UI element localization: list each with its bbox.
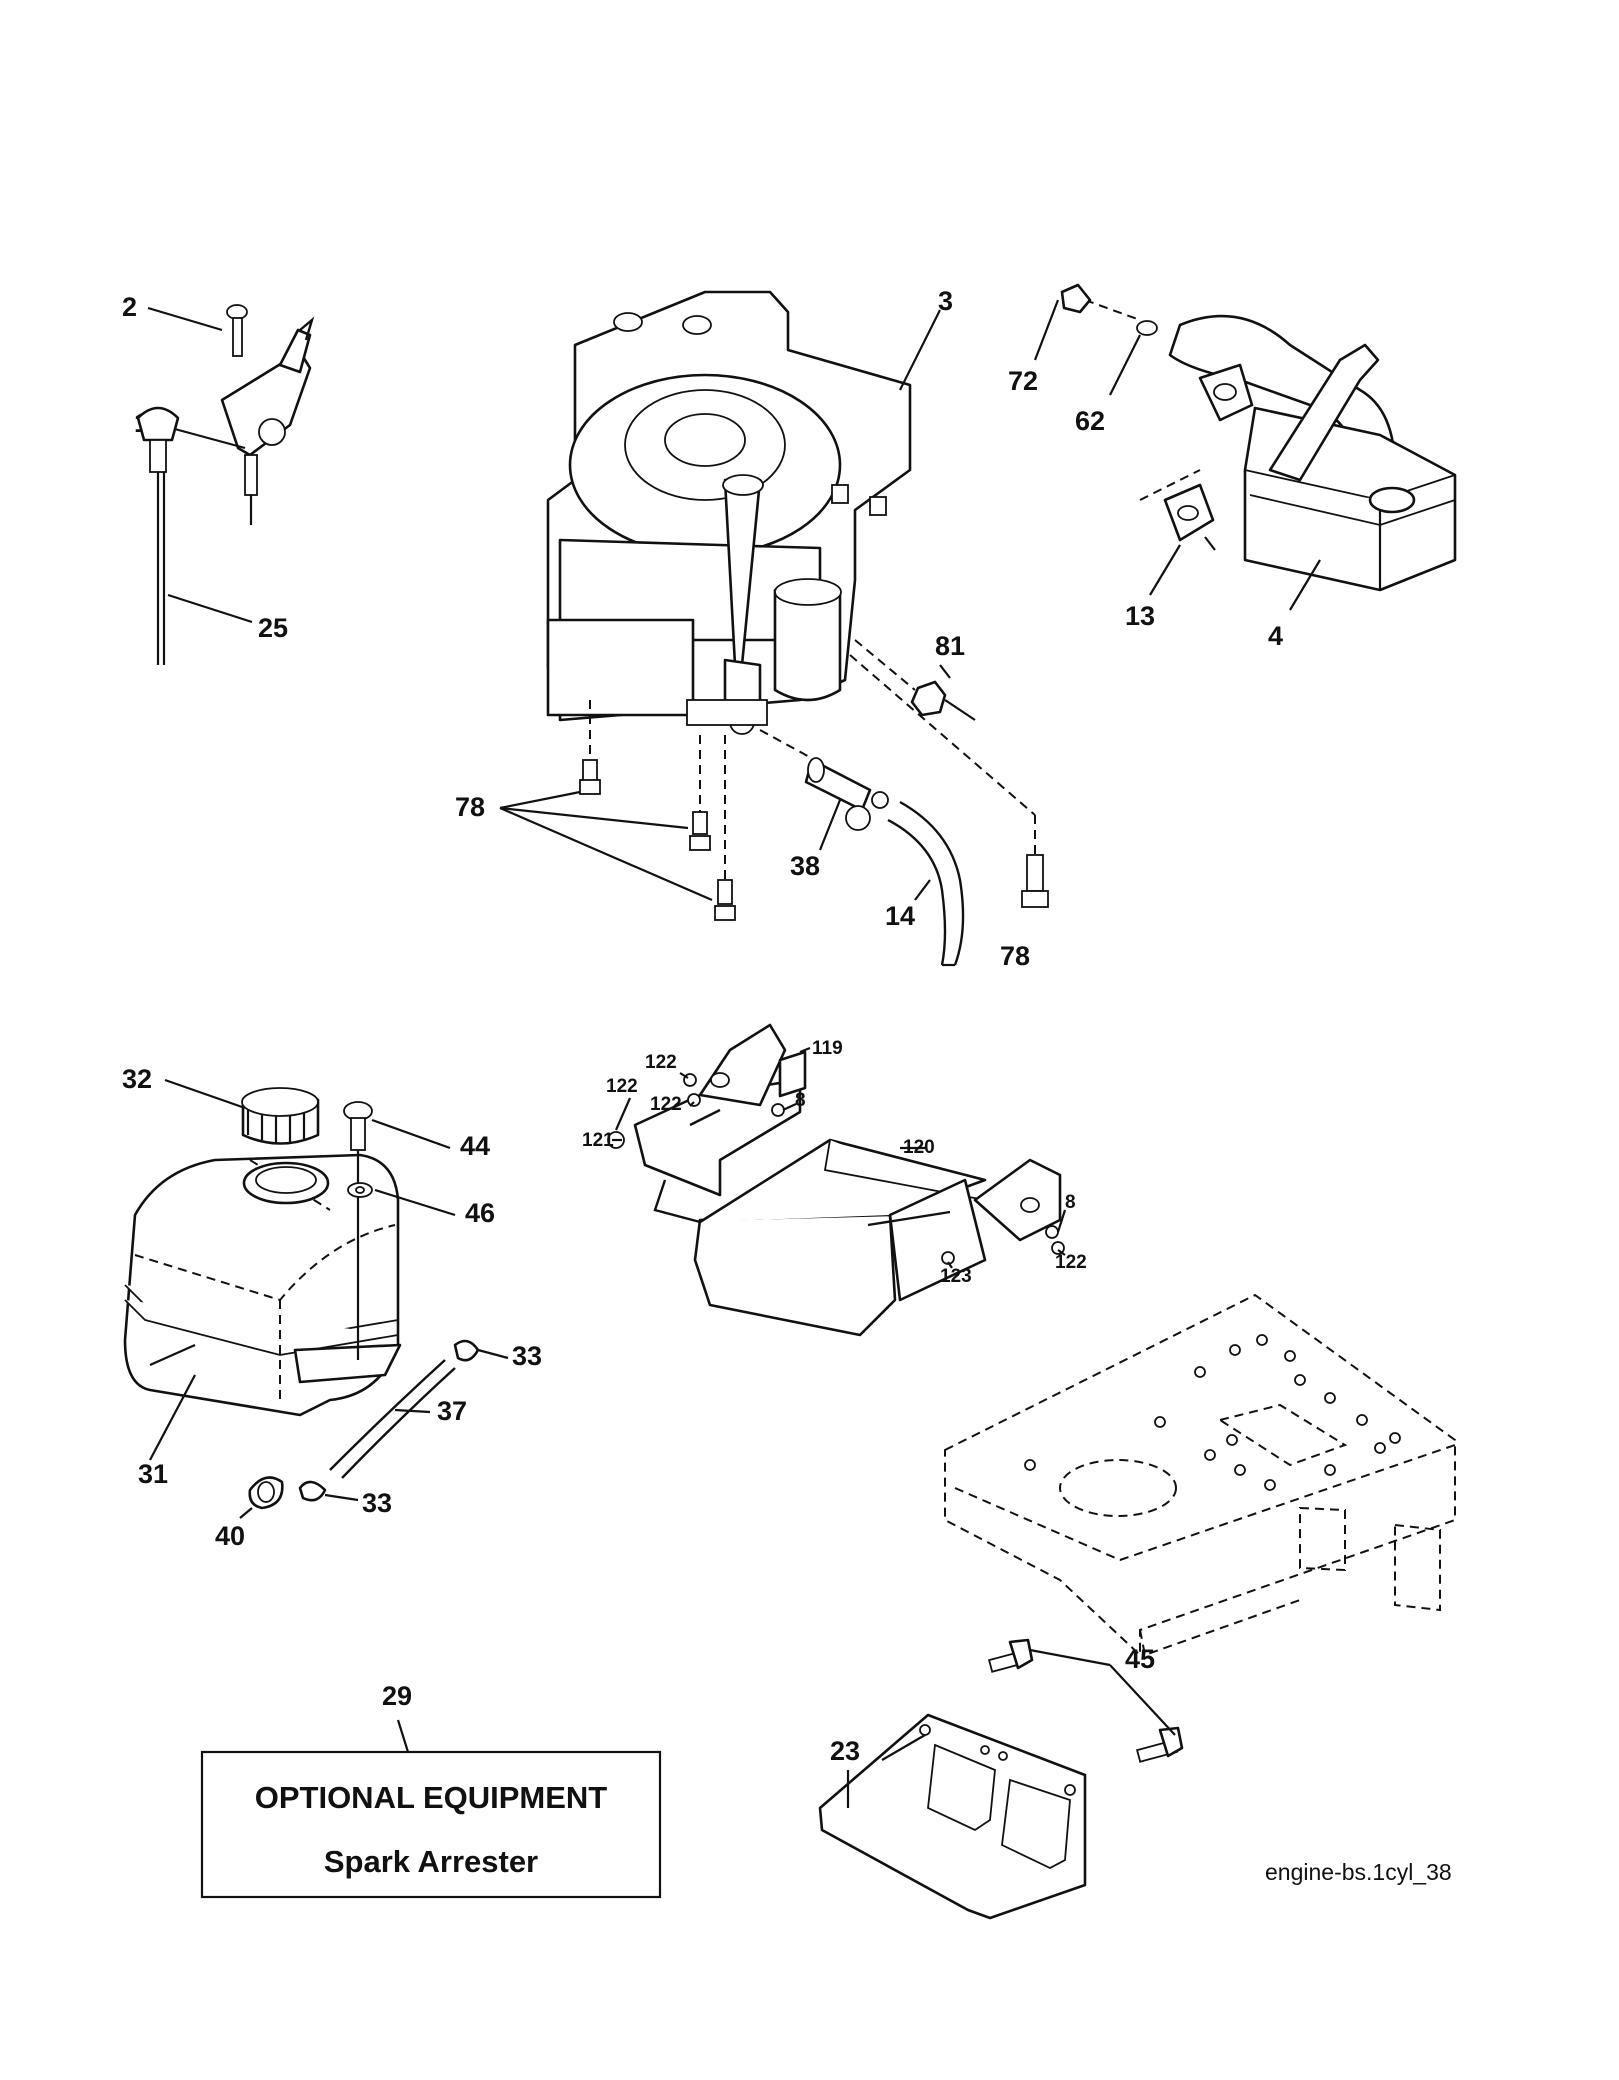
callout-29: 29 bbox=[382, 1681, 412, 1711]
callout-122-top: 122 bbox=[645, 1052, 677, 1073]
callout-44: 44 bbox=[460, 1131, 490, 1161]
callout-8-top: 8 bbox=[795, 1090, 806, 1111]
callout-121: 121 bbox=[582, 1130, 614, 1151]
callout-14: 14 bbox=[885, 901, 915, 931]
callout-25: 25 bbox=[258, 613, 288, 643]
callout-122-left: 122 bbox=[606, 1076, 638, 1097]
shield-bolts-part bbox=[987, 1638, 1184, 1763]
callout-78-right: 78 bbox=[1000, 941, 1030, 971]
callout-38: 38 bbox=[790, 851, 820, 881]
callout-120: 120 bbox=[903, 1137, 935, 1158]
callout-78-left: 78 bbox=[455, 792, 485, 822]
callout-13: 13 bbox=[1125, 601, 1155, 631]
callout-2: 2 bbox=[122, 292, 137, 322]
optional-equipment-title: OPTIONAL EQUIPMENT bbox=[255, 1780, 608, 1815]
fuel-line-part bbox=[248, 1339, 480, 1510]
callout-81: 81 bbox=[935, 631, 965, 661]
engine-nut-part bbox=[854, 639, 947, 717]
callout-40: 40 bbox=[215, 1521, 245, 1551]
callout-122-right: 122 bbox=[1055, 1252, 1087, 1273]
tank-bolt-part bbox=[343, 1101, 373, 1360]
callout-33-top: 33 bbox=[512, 1341, 542, 1371]
choke-knob-part bbox=[136, 406, 180, 665]
callout-23: 23 bbox=[830, 1736, 860, 1766]
frame-reference bbox=[944, 1293, 1456, 1658]
optional-equipment-subtitle: Spark Arrester bbox=[324, 1844, 538, 1879]
callout-4: 4 bbox=[1268, 621, 1283, 651]
callout-3: 3 bbox=[938, 286, 953, 316]
callout-122-mid: 122 bbox=[650, 1094, 682, 1115]
callout-33-bottom: 33 bbox=[362, 1488, 392, 1518]
callout-123: 123 bbox=[940, 1266, 972, 1287]
callout-32: 32 bbox=[122, 1064, 152, 1094]
callout-62: 62 bbox=[1075, 406, 1105, 436]
callout-72: 72 bbox=[1008, 366, 1038, 396]
callout-37: 37 bbox=[437, 1396, 467, 1426]
oil-drain-hose-part bbox=[887, 800, 965, 967]
fuel-cap-part bbox=[241, 1087, 320, 1145]
fuel-tank-part bbox=[123, 1153, 402, 1417]
heat-shield-part bbox=[818, 1713, 1087, 1920]
drawing-code: engine-bs.1cyl_38 bbox=[1265, 1859, 1452, 1885]
engine-part bbox=[546, 290, 912, 735]
callout-119: 119 bbox=[812, 1038, 843, 1059]
engine-bolts-part bbox=[579, 700, 736, 921]
muffler-part bbox=[1060, 283, 1457, 592]
callout-45: 45 bbox=[1125, 1644, 1155, 1674]
optional-equipment-box: 29 OPTIONAL EQUIPMENT Spark Arrester bbox=[200, 1681, 662, 1899]
callout-46: 46 bbox=[465, 1198, 495, 1228]
oil-drain-valve-part bbox=[759, 729, 889, 831]
engine-bolt-right-part bbox=[849, 654, 1049, 908]
mounting-bracket-part bbox=[607, 1023, 1065, 1337]
callout-8-right: 8 bbox=[1065, 1192, 1076, 1213]
throttle-control-part bbox=[220, 304, 315, 525]
callout-31: 31 bbox=[138, 1459, 168, 1489]
